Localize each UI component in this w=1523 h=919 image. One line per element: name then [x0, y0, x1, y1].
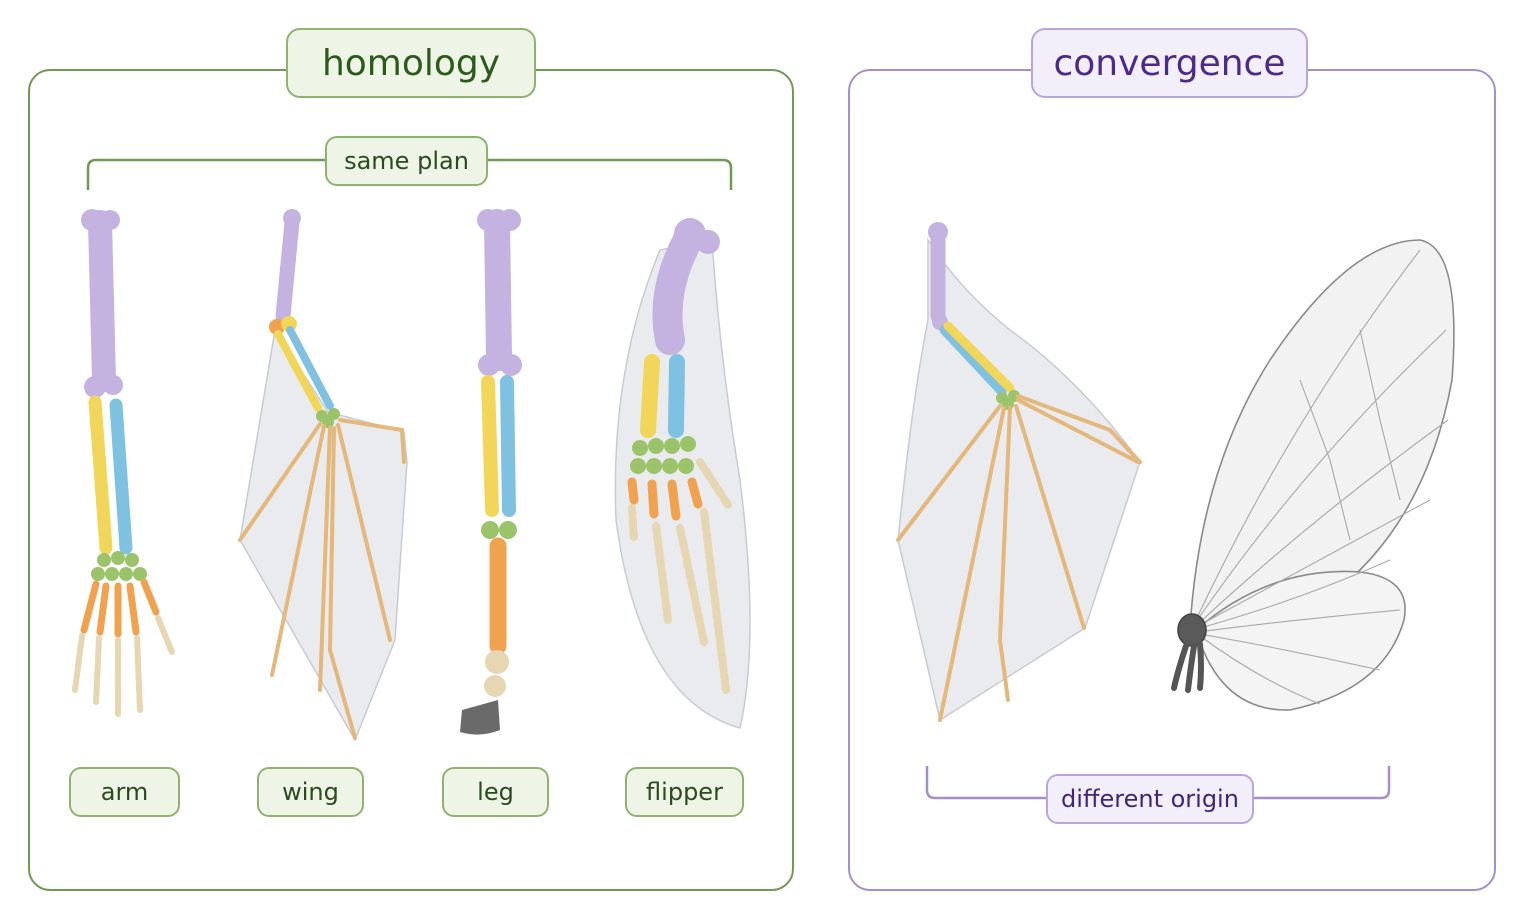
- bat-wing-illustration: [896, 222, 1142, 722]
- leg-label: leg: [442, 767, 549, 817]
- leg-illustration: [460, 209, 522, 735]
- arm-label: arm: [69, 767, 180, 817]
- insect-wing-illustration: [1171, 239, 1455, 711]
- convergence-title: convergence: [1031, 28, 1308, 98]
- different-origin-bracket: [925, 766, 1391, 800]
- wing-illustration: [238, 209, 408, 742]
- wing-label: wing: [257, 767, 364, 817]
- same-plan-label: same plan: [325, 136, 488, 186]
- arm-illustration: [72, 209, 175, 717]
- same-plan-bracket: [86, 158, 733, 190]
- flipper-label: flipper: [625, 767, 744, 817]
- flipper-illustration: [614, 218, 751, 729]
- different-origin-label: different origin: [1046, 774, 1254, 824]
- homology-title: homology: [286, 28, 536, 98]
